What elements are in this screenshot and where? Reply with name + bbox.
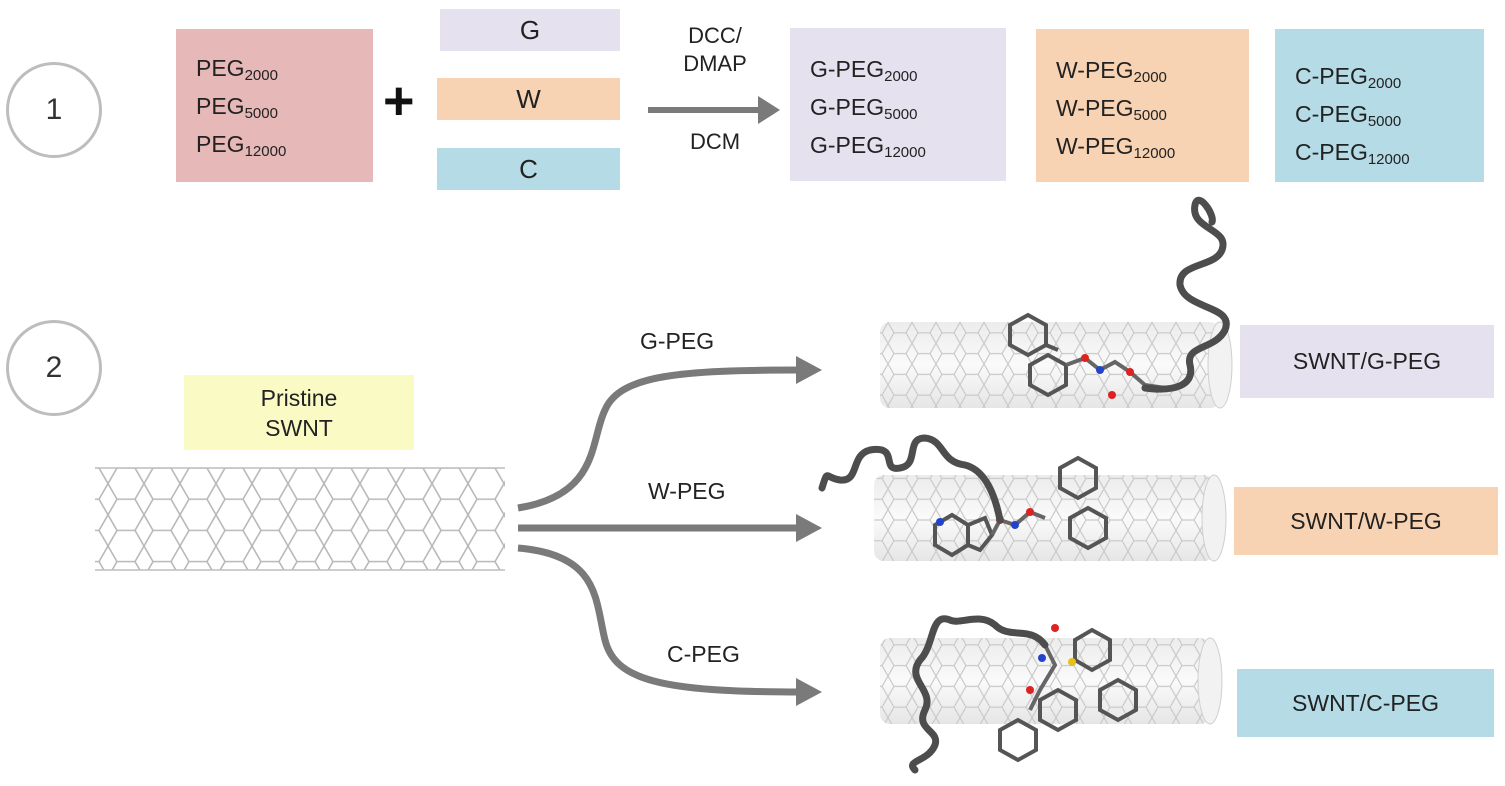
reaction-arrow-head [758, 96, 780, 124]
product-c-peg-box: C-PEG2000 C-PEG5000 C-PEG12000 [1275, 29, 1484, 182]
product-w-peg-box: W-PEG2000 W-PEG5000 W-PEG12000 [1036, 29, 1249, 182]
g-peg-line-2: G-PEG5000 [810, 94, 918, 123]
path-label-c-peg: C-PEG [667, 641, 740, 667]
w-peg-line-3: W-PEG12000 [1056, 133, 1176, 162]
c-peg-chain [909, 615, 1049, 774]
step-1-circle: 1 [6, 62, 102, 158]
result-swnt-w-peg-box: SWNT/W-PEG [1234, 487, 1498, 555]
reagent-w-box: W [437, 78, 620, 120]
c-peg-line-1: C-PEG2000 [1295, 63, 1402, 92]
g-peg-line-3: G-PEG12000 [810, 132, 926, 161]
reagent-w-label: W [516, 83, 541, 114]
peg-starting-material-box: PEG2000 PEG5000 PEG12000 [176, 29, 373, 182]
w-peg-line-1: W-PEG2000 [1056, 57, 1167, 86]
pristine-swnt-tube [95, 467, 505, 571]
result-swnt-g-peg-label: SWNT/G-PEG [1292, 348, 1442, 374]
peg-line-3: PEG12000 [196, 131, 287, 160]
path-label-g-peg: G-PEG [640, 328, 715, 354]
g-peg-chain [1141, 196, 1230, 393]
w-peg-chain [818, 434, 1004, 524]
g-peg-line-1: G-PEG2000 [810, 56, 918, 85]
step-2-circle: 2 [6, 320, 102, 416]
arrow-to-c-peg [517, 544, 801, 696]
reagent-g-label: G [519, 14, 541, 45]
pristine-swnt-label-box: Pristine SWNT [184, 375, 414, 450]
arrow-to-c-peg-head [796, 678, 822, 706]
reagent-g-box: G [440, 9, 620, 51]
c-peg-functionalized-tube [880, 615, 1223, 774]
result-swnt-c-peg-box: SWNT/C-PEG [1237, 669, 1494, 737]
arrow-to-w-peg-head [796, 514, 822, 542]
plus-sign: + [383, 71, 415, 131]
result-swnt-w-peg-label: SWNT/W-PEG [1290, 507, 1442, 534]
arrow-to-g-peg-head [796, 356, 822, 384]
condition-dcc: DCC/ [688, 23, 742, 48]
reagent-c-label: C [519, 153, 538, 184]
product-g-peg-box: G-PEG2000 G-PEG5000 G-PEG12000 [790, 28, 1006, 181]
w-peg-functionalized-tube [818, 434, 1227, 562]
peg-line-1: PEG2000 [196, 55, 278, 84]
step-2-number: 2 [45, 351, 63, 384]
reaction-conditions-top: DCC/ DMAP [660, 22, 770, 78]
g-peg-functionalized-tube [880, 196, 1233, 409]
pristine-label-line-2: SWNT [265, 414, 333, 441]
condition-dmap: DMAP [683, 51, 747, 76]
peg-line-2: PEG5000 [196, 93, 278, 122]
c-peg-line-2: C-PEG5000 [1295, 101, 1402, 130]
c-peg-line-3: C-PEG12000 [1295, 139, 1410, 168]
reagent-c-box: C [437, 148, 620, 190]
pristine-label-line-1: Pristine [260, 384, 338, 411]
result-swnt-c-peg-label: SWNT/C-PEG [1292, 689, 1439, 716]
result-swnt-g-peg-box: SWNT/G-PEG [1240, 325, 1494, 398]
w-peg-line-2: W-PEG5000 [1056, 95, 1167, 124]
step-1-number: 1 [45, 93, 63, 126]
reaction-solvent: DCM [689, 129, 741, 154]
arrow-to-g-peg [517, 366, 801, 512]
path-label-w-peg: W-PEG [648, 478, 726, 504]
